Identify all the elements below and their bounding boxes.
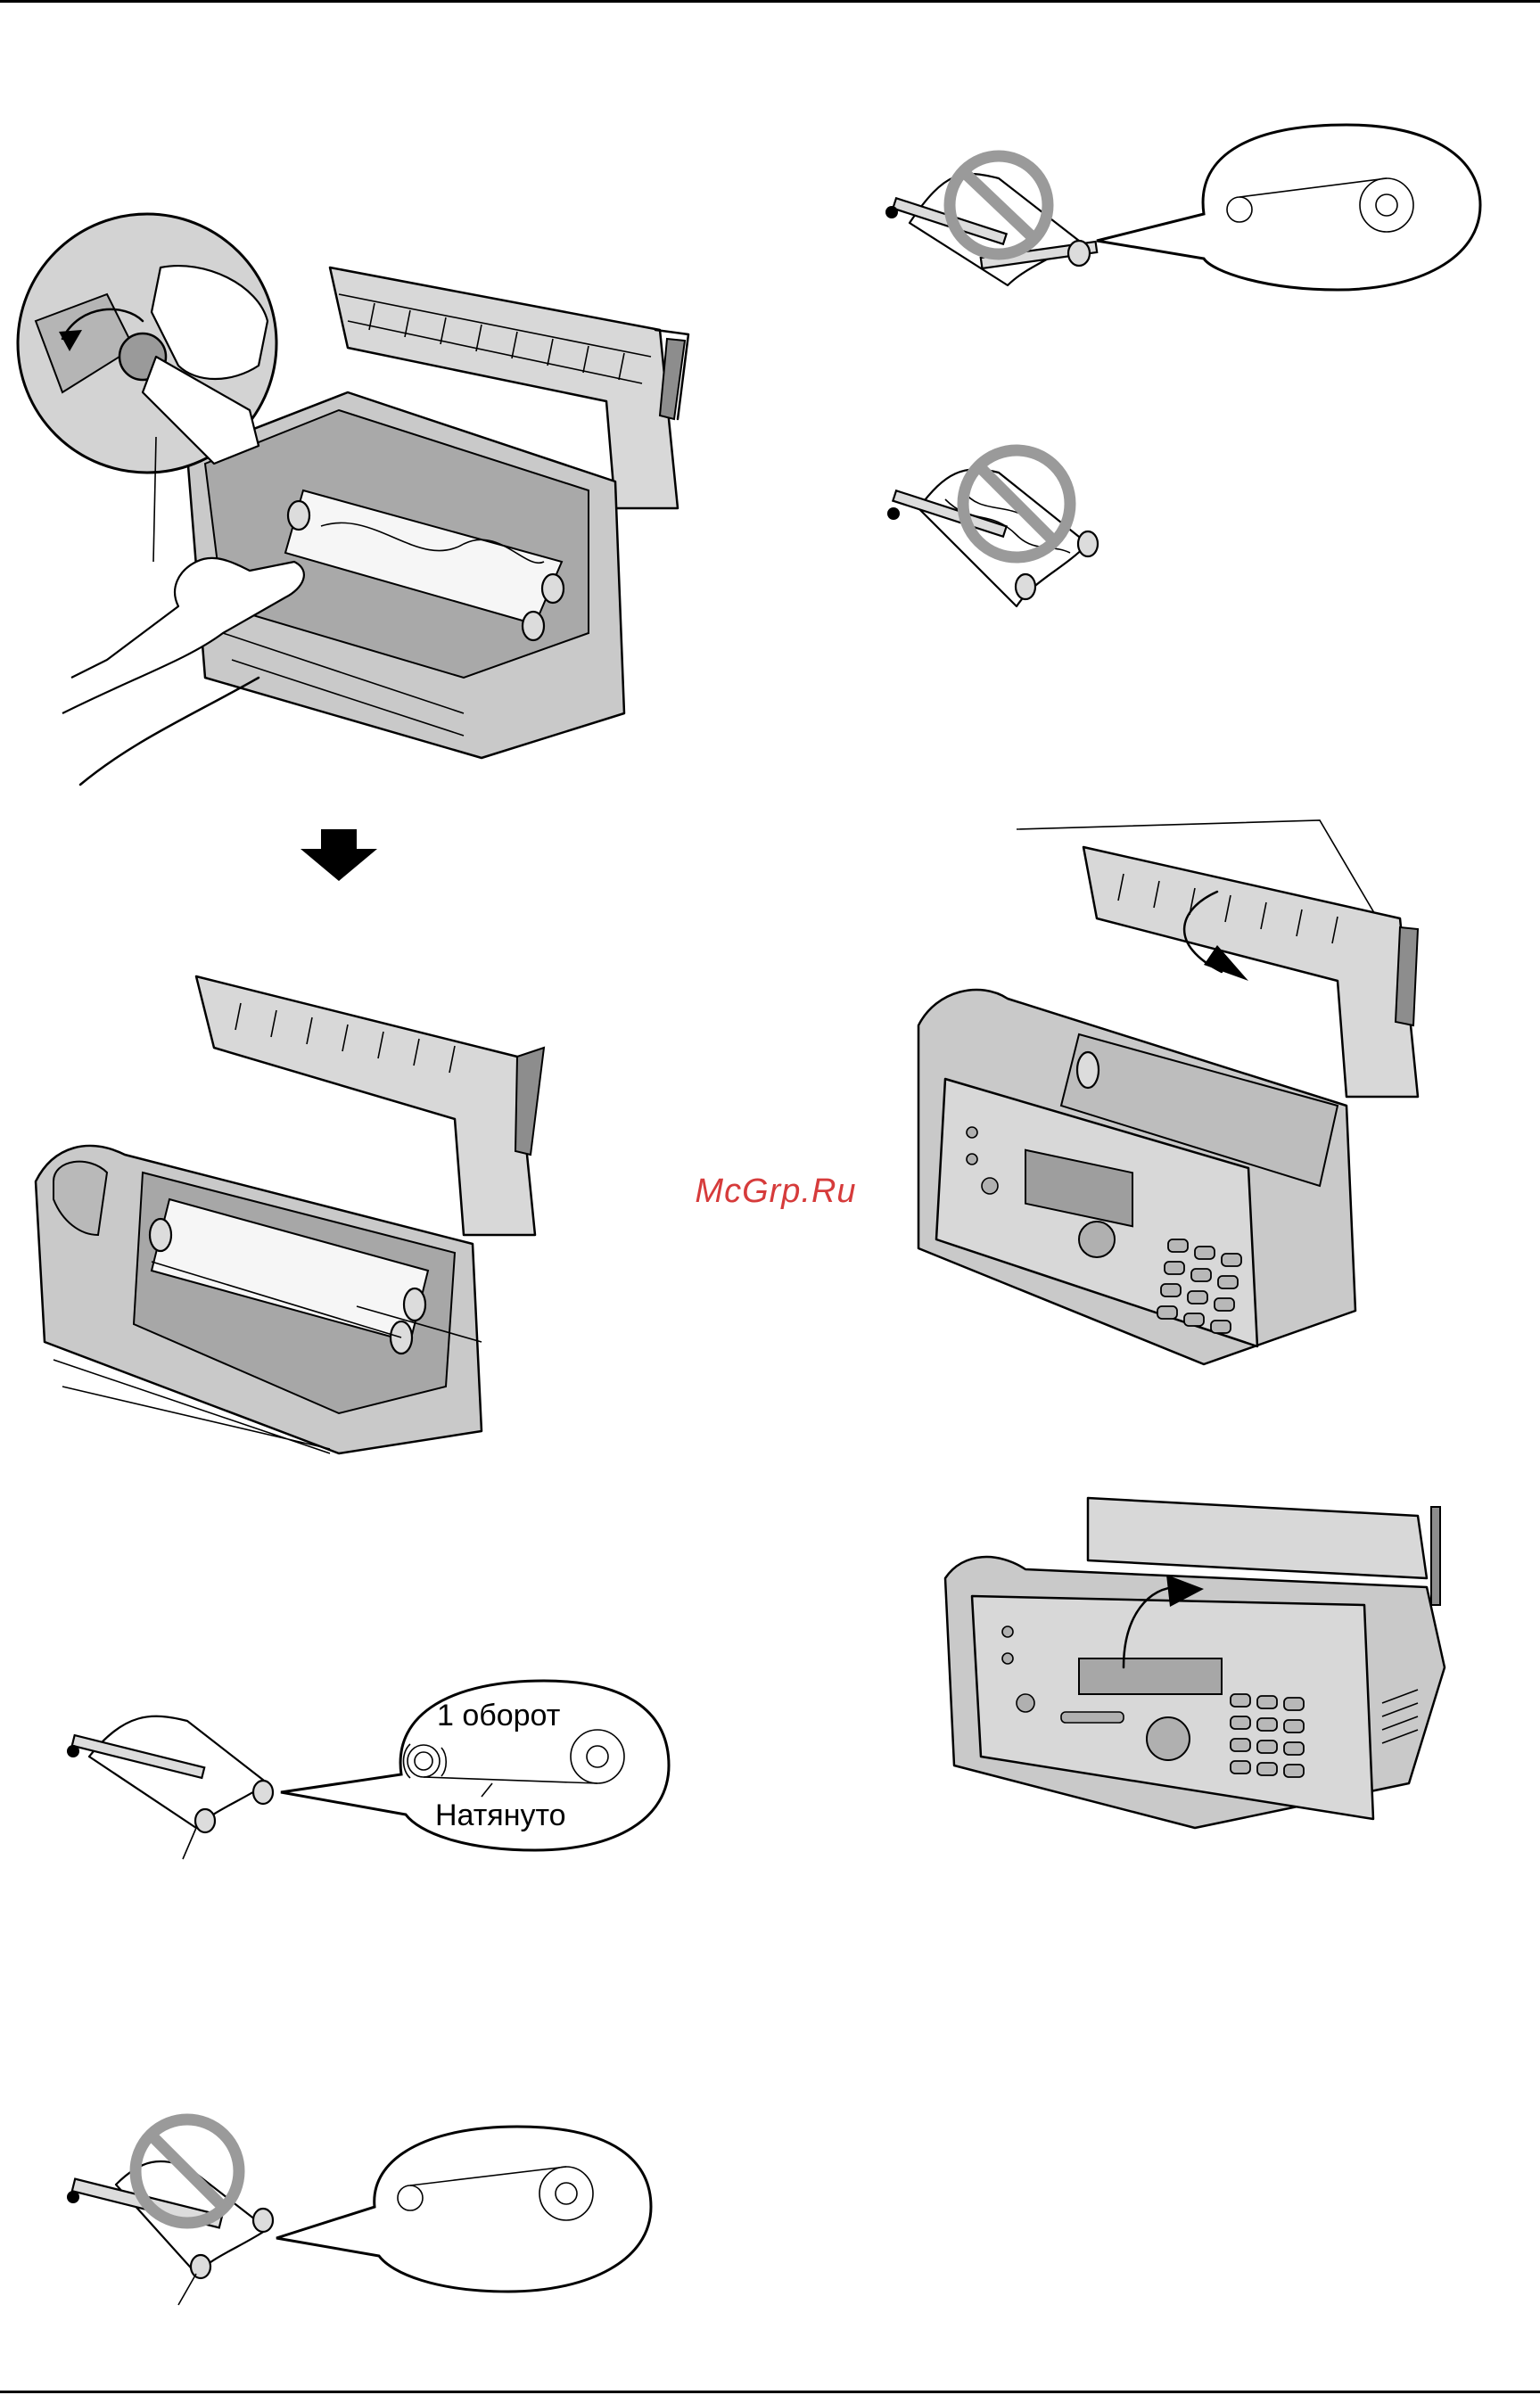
figure-close-lid <box>901 811 1516 1373</box>
figure-film-wrong-prohibited <box>62 2104 678 2318</box>
figure-lift-front <box>945 1498 1462 1837</box>
figure-film-wrinkled-prohibited <box>883 437 1132 633</box>
callout-taut: Натянуто <box>435 1798 566 1832</box>
bottom-rule <box>0 2391 1540 2393</box>
figure-film-taut: 1 оборот Натянуто <box>62 1658 678 1872</box>
callout-one-turn: 1 оборот <box>437 1699 560 1732</box>
down-arrow-icon <box>299 829 379 883</box>
figure-rotate-gear <box>0 214 713 785</box>
figure-film-loose-prohibited <box>874 116 1498 312</box>
top-rule <box>0 0 1540 3</box>
figure-roll-installed <box>36 967 571 1467</box>
watermark: McGrp.Ru <box>660 1173 892 1211</box>
